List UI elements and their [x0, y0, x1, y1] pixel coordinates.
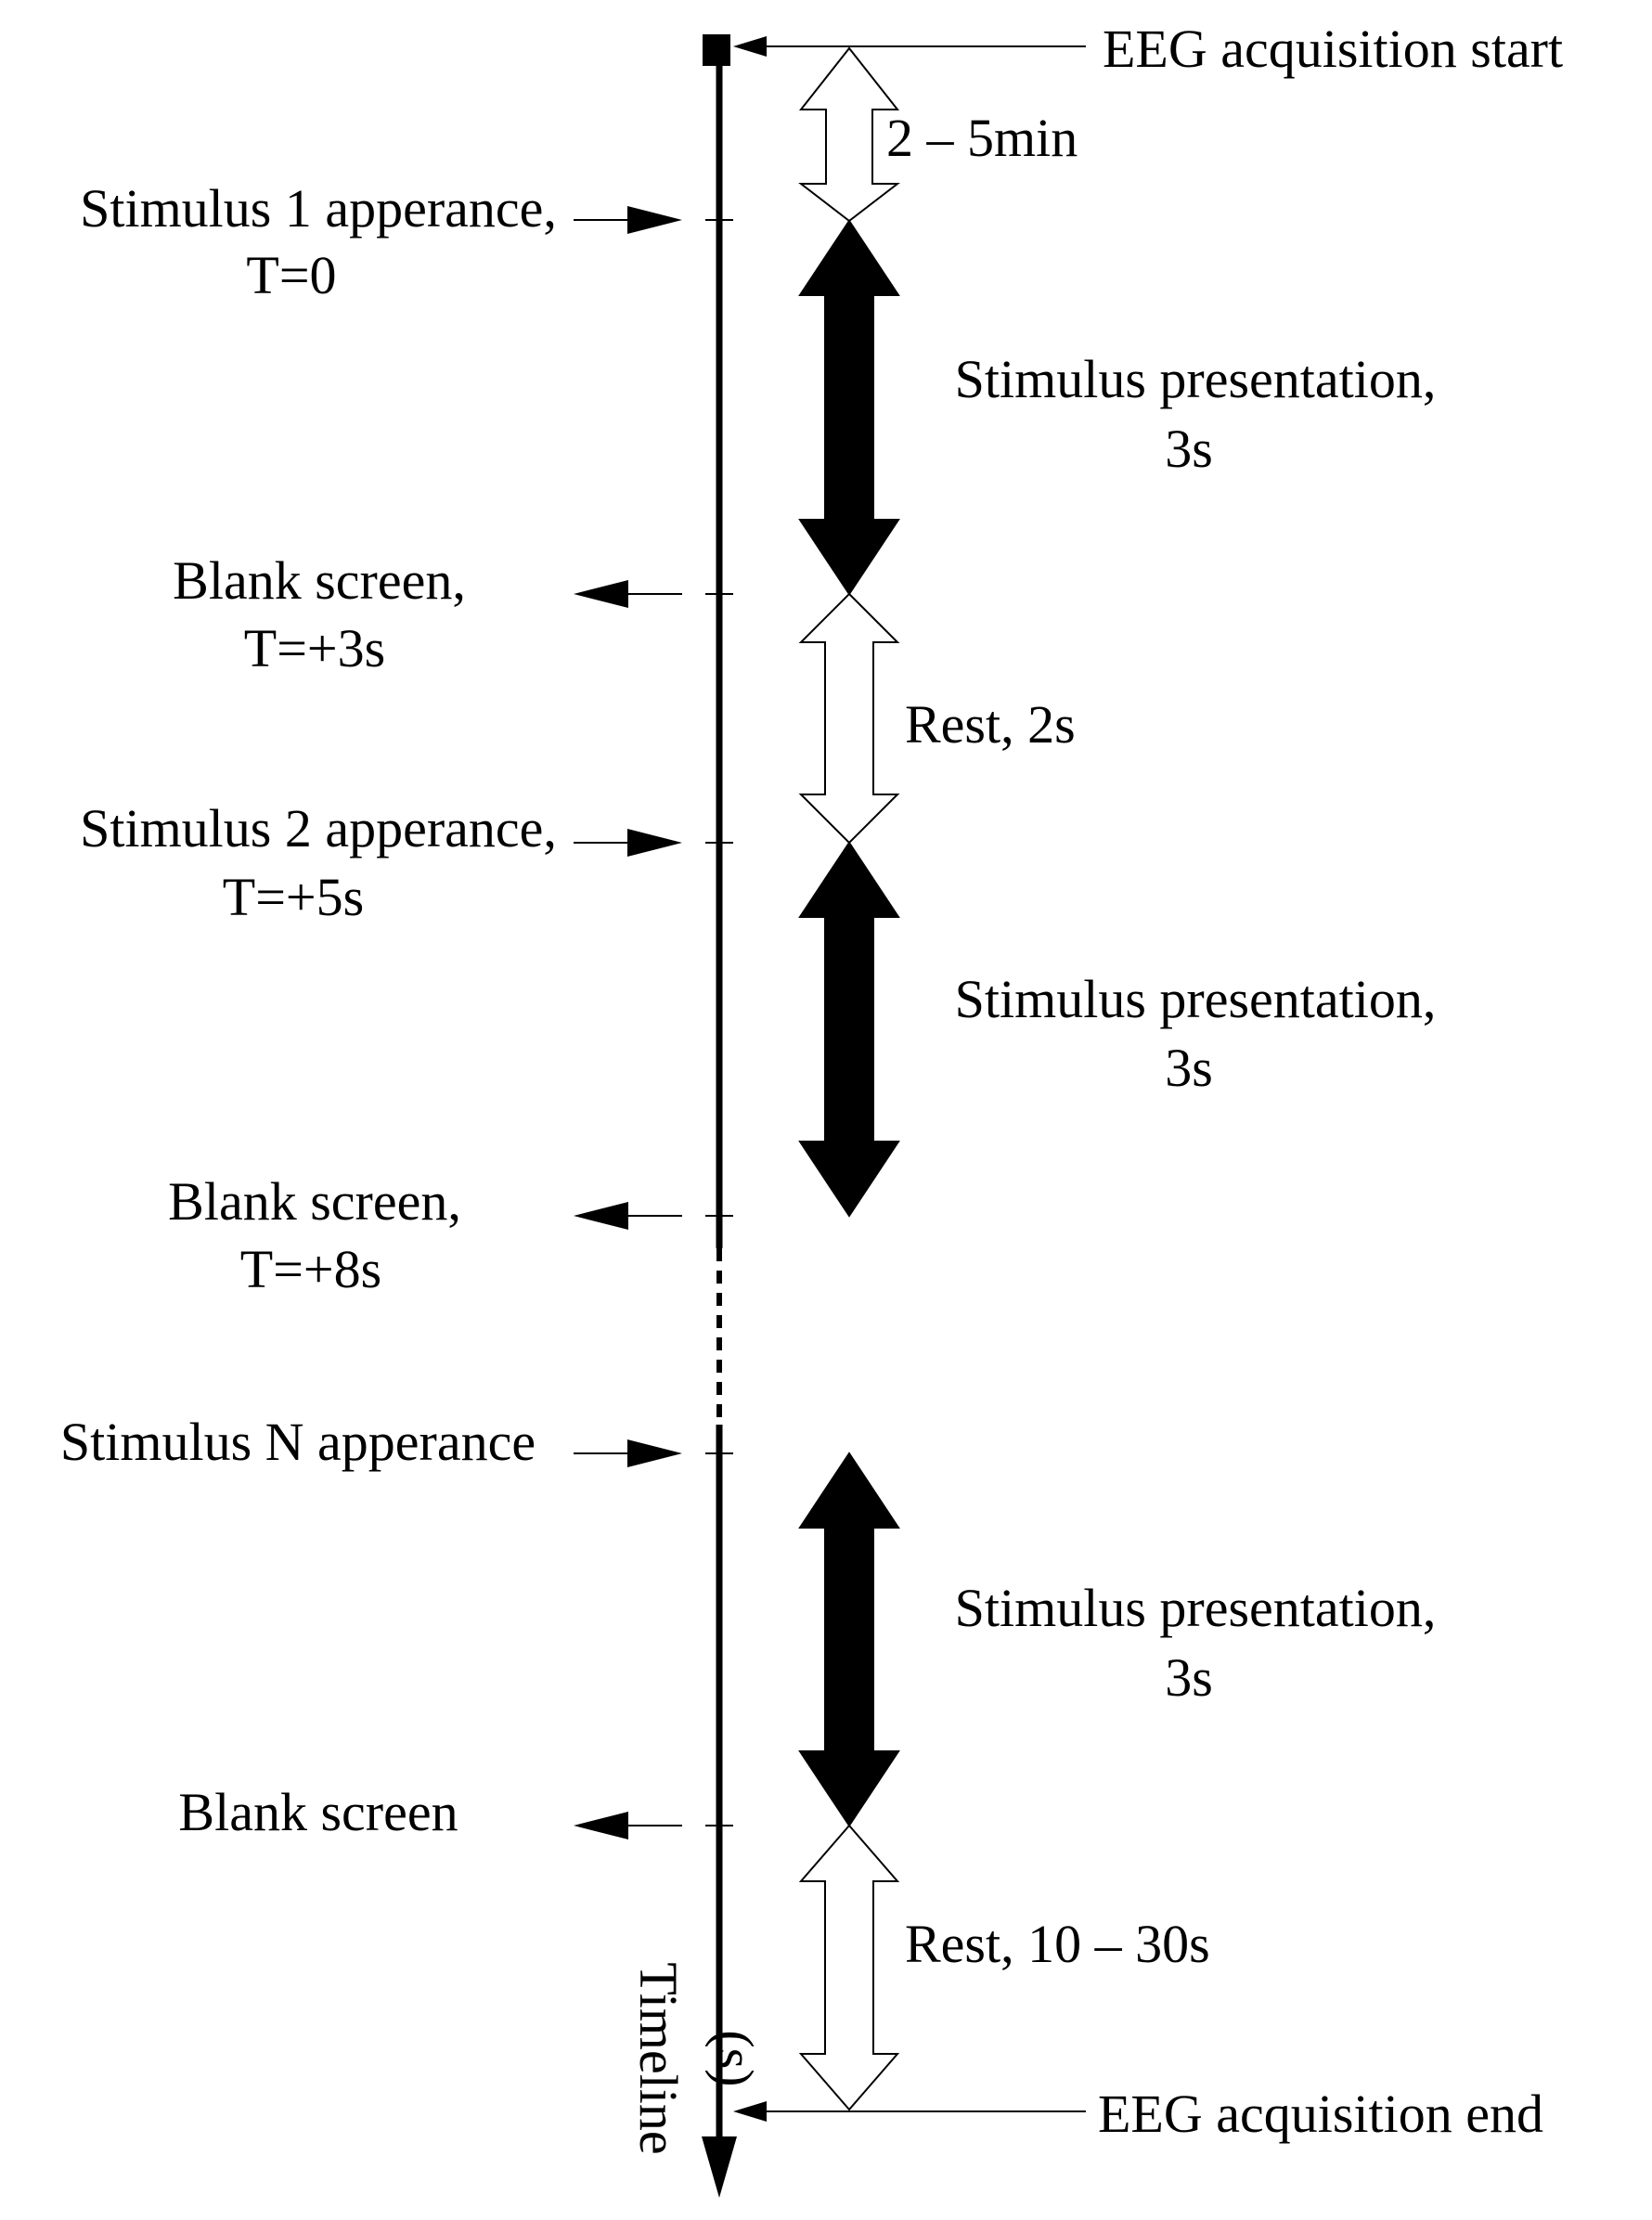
event-label-line1: Stimulus 2 apperance, [80, 798, 557, 858]
eeg-end-label: EEG acquisition end [1098, 2084, 1543, 2144]
axis-label: Timeline (s) [628, 1962, 765, 2154]
event-stimulus-n: Stimulus N apperance [60, 1412, 682, 1472]
event-stimulus-1: Stimulus 1 apperance, T=0 [80, 178, 682, 305]
phase-label-line2: 3s [1165, 419, 1213, 479]
event-arrowhead-right [627, 206, 682, 234]
eeg-start-label: EEG acquisition start [1103, 19, 1563, 79]
event-arrowhead-left [574, 1812, 628, 1839]
timeline-axis: Timeline (s) [628, 34, 765, 2198]
phase-stimulus-double-arrow [798, 1452, 900, 1827]
eeg-end-arrowhead [733, 2101, 767, 2122]
event-arrowhead-left [574, 1202, 628, 1230]
event-label-line1: Blank screen, [168, 1171, 461, 1232]
phase-label-line1: Rest, 10 – 30s [905, 1914, 1210, 1974]
phase-rest-2s: Rest, 2s [798, 592, 1076, 845]
phase-rest-double-arrow [798, 46, 900, 223]
phase-stimulus-double-arrow [798, 841, 900, 1218]
eeg-end-pointer: EEG acquisition end [733, 2084, 1543, 2144]
phase-rest-double-arrow [798, 1824, 900, 2111]
event-label-line1: Blank screen, [173, 550, 466, 611]
event-stimulus-2: Stimulus 2 apperance, T=+5s [80, 798, 682, 927]
eeg-start-pointer: EEG acquisition start [733, 19, 1563, 79]
phase-label-line2: 3s [1165, 1647, 1213, 1708]
phase-label-line1: Stimulus presentation, [955, 969, 1437, 1029]
event-arrowhead-left [574, 580, 628, 608]
axis-label-line2: (s) [704, 2030, 765, 2086]
event-label-line2: T=+5s [223, 867, 364, 927]
phase-rest-double-arrow [798, 592, 900, 845]
phase-stimulus-presentation-2: Stimulus presentation, 3s [798, 841, 1437, 1218]
eeg-start-arrowhead [733, 36, 767, 57]
phase-stimulus-presentation-1: Stimulus presentation, 3s [798, 219, 1437, 596]
event-arrowhead-right [627, 1439, 682, 1467]
event-blank-screen-2: Blank screen, T=+8s [168, 1171, 682, 1299]
phase-baseline-rest: 2 – 5min [798, 46, 1078, 223]
phase-label-line1: Stimulus presentation, [955, 349, 1437, 409]
phase-label-line2: 3s [1165, 1038, 1213, 1098]
phase-label-line1: 2 – 5min [886, 108, 1078, 168]
axis-label-line1: Timeline [628, 1962, 689, 2154]
event-label-line2: T=+8s [240, 1239, 381, 1299]
phase-label-line1: Rest, 2s [905, 694, 1076, 755]
phase-stimulus-double-arrow [798, 219, 900, 596]
phase-label-line1: Stimulus presentation, [955, 1578, 1437, 1638]
event-label-line2: T=0 [246, 245, 336, 305]
event-label-line1: Stimulus N apperance [60, 1412, 536, 1472]
event-label-line1: Stimulus 1 apperance, [80, 178, 557, 239]
event-label-line2: T=+3s [244, 618, 385, 678]
event-blank-screen-1: Blank screen, T=+3s [173, 550, 682, 678]
phase-final-rest: Rest, 10 – 30s [798, 1824, 1210, 2111]
event-arrowhead-right [627, 829, 682, 857]
axis-arrowhead [702, 2136, 737, 2198]
event-blank-screen-n: Blank screen [178, 1782, 682, 1842]
event-label-line1: Blank screen [178, 1782, 458, 1842]
phase-stimulus-presentation-n: Stimulus presentation, 3s [798, 1452, 1437, 1827]
